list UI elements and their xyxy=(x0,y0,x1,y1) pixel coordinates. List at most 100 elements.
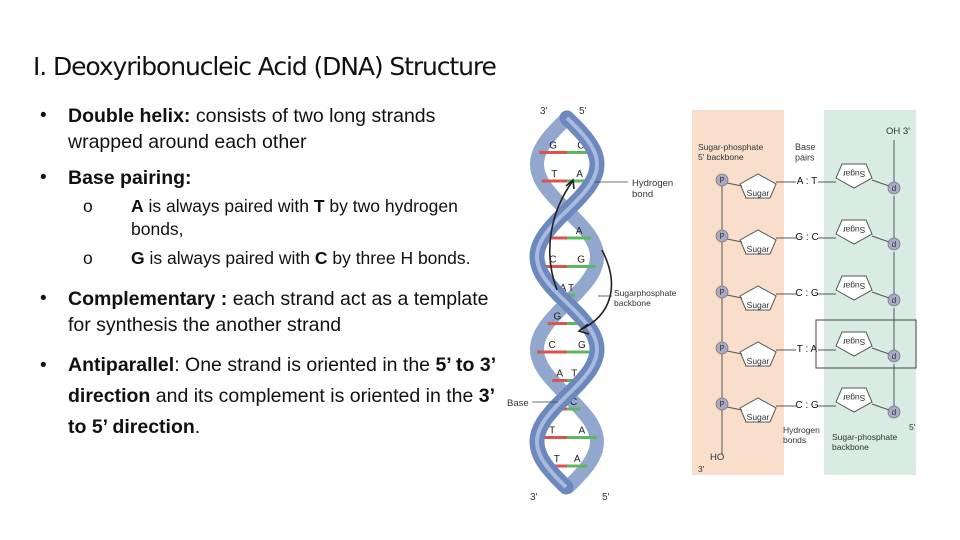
sugar-left xyxy=(739,285,777,311)
subbullet-g-c: o G is always paired with C by three H b… xyxy=(40,247,510,270)
sugar-right xyxy=(835,163,873,189)
sugar-right xyxy=(835,275,873,301)
rotation-arrow-up-head xyxy=(565,178,575,190)
bullet-antiparallel: • Antiparallel: One strand is oriented i… xyxy=(40,350,510,443)
sugar-label-left: Sugar xyxy=(747,300,770,310)
helix-base-letter: A xyxy=(579,426,586,437)
bullet-list: • Double helix: consists of two long str… xyxy=(40,103,510,443)
helix-base-letter: A xyxy=(576,169,583,180)
subbullet-a-t-rest: by two hydrogen bonds, xyxy=(131,196,458,239)
helix-base-letter: A xyxy=(576,226,583,237)
helix-base-letter: C xyxy=(577,141,584,152)
sugar-label-left: Sugar xyxy=(747,412,770,422)
phosphate-letter: P xyxy=(719,232,724,241)
helix-base-letter: C xyxy=(570,397,577,408)
base-a: A xyxy=(131,196,144,216)
sugar-label-left: Sugar xyxy=(747,188,770,198)
sugar-left xyxy=(739,341,777,367)
rotation-arrow-down xyxy=(579,249,613,331)
phosphate-letter-d: d xyxy=(892,352,896,361)
phosphate-letter-d: d xyxy=(892,408,896,417)
sugar-label-right: Sugar xyxy=(842,225,865,235)
helix-base-letter: A xyxy=(556,369,563,380)
helix-base-letter: G xyxy=(577,255,585,266)
strand-end-label: 3' xyxy=(540,106,548,117)
backbone-panel-right xyxy=(824,110,916,475)
oh-3-end-label: OH 3' xyxy=(886,126,910,137)
sugar-left xyxy=(739,229,777,255)
ladder-base-pair: A : T xyxy=(797,176,817,187)
text-antiparallel-3: . xyxy=(194,416,201,438)
backbone-link xyxy=(871,403,890,411)
sugar-label-left: Sugar xyxy=(747,356,770,366)
rotation-arrow-down-head xyxy=(577,323,590,335)
strand-end-label: 5' xyxy=(602,492,610,503)
bullet-dot: • xyxy=(40,167,47,188)
backbone-link xyxy=(726,406,743,411)
phosphate-letter: P xyxy=(719,400,724,409)
phosphate-letter: P xyxy=(719,344,724,353)
backbone-link xyxy=(871,235,890,243)
backbone-link xyxy=(726,294,743,299)
helix-base-letter: C xyxy=(549,255,556,266)
subbullet-g-c-rest: by three H bonds. xyxy=(327,248,471,268)
bullet-dot: • xyxy=(40,288,47,309)
subbullet-a-t-text: is always paired with xyxy=(143,196,314,216)
text-antiparallel-2: and its complement is oriented in the xyxy=(150,385,479,407)
sugar-label-right: Sugar xyxy=(842,169,865,179)
bullet-base-pairing: • Base pairing: xyxy=(40,165,510,191)
sugar-right xyxy=(835,219,873,245)
term-5-to-3: 5’ to 3’ direction xyxy=(68,354,496,407)
ladder-base-pair: G : C xyxy=(795,232,818,243)
ladder-base-pair: C : G xyxy=(795,288,819,299)
term-double-helix: Double helix: xyxy=(68,105,191,127)
text-complementary: each strand act as a template for synthe… xyxy=(68,288,489,336)
helix-base-letter: T xyxy=(549,426,555,437)
backbone-link xyxy=(871,179,890,187)
5-prime-label: 5' xyxy=(909,422,916,432)
helix-base-letter: C xyxy=(548,340,555,351)
sugar-label-right: Sugar xyxy=(842,281,865,291)
subbullet-g-c-text: is always paired with xyxy=(144,248,315,268)
phosphate-letter-d: d xyxy=(892,240,896,249)
backbone-link xyxy=(726,182,743,187)
helix-base-letter: G xyxy=(578,340,586,351)
bullet-complementary: • Complementary : each strand act as a t… xyxy=(40,286,510,338)
strand-end-label: 5' xyxy=(579,106,587,117)
helix-base-letter: G xyxy=(553,312,561,323)
slide-title: I. Deoxyribonucleic Acid (DNA) Structure xyxy=(33,52,497,81)
term-antiparallel: Antiparallel xyxy=(68,354,175,376)
backbone-link xyxy=(871,347,890,355)
subbullet-a-t: o A is always paired with T by two hydro… xyxy=(40,195,510,241)
subbullet-marker: o xyxy=(83,196,93,216)
term-complementary: Complementary : xyxy=(68,288,228,310)
sugar-label-right: Sugar xyxy=(842,393,865,403)
ho-end-label: HO xyxy=(710,452,724,463)
phosphate-letter: P xyxy=(719,176,724,185)
helix-base-letter: A xyxy=(574,454,581,465)
backbone-link xyxy=(726,350,743,355)
bullet-double-helix: • Double helix: consists of two long str… xyxy=(40,103,510,155)
base-c: C xyxy=(314,248,328,268)
nucleotide-highlight-box xyxy=(815,319,917,369)
sugar-label-right: Sugar xyxy=(842,337,865,347)
backbone-link xyxy=(871,291,890,299)
bullet-dot: • xyxy=(40,105,47,126)
sugar-right xyxy=(835,331,873,357)
3-prime-label: 3' xyxy=(698,464,705,474)
strand-end-label: 3' xyxy=(530,492,538,503)
bullet-dot: • xyxy=(40,355,47,376)
term-3-to-5: 3’ to 5’ direction xyxy=(68,385,494,438)
phosphate-letter-d: d xyxy=(892,296,896,305)
base-t: T xyxy=(313,196,325,216)
